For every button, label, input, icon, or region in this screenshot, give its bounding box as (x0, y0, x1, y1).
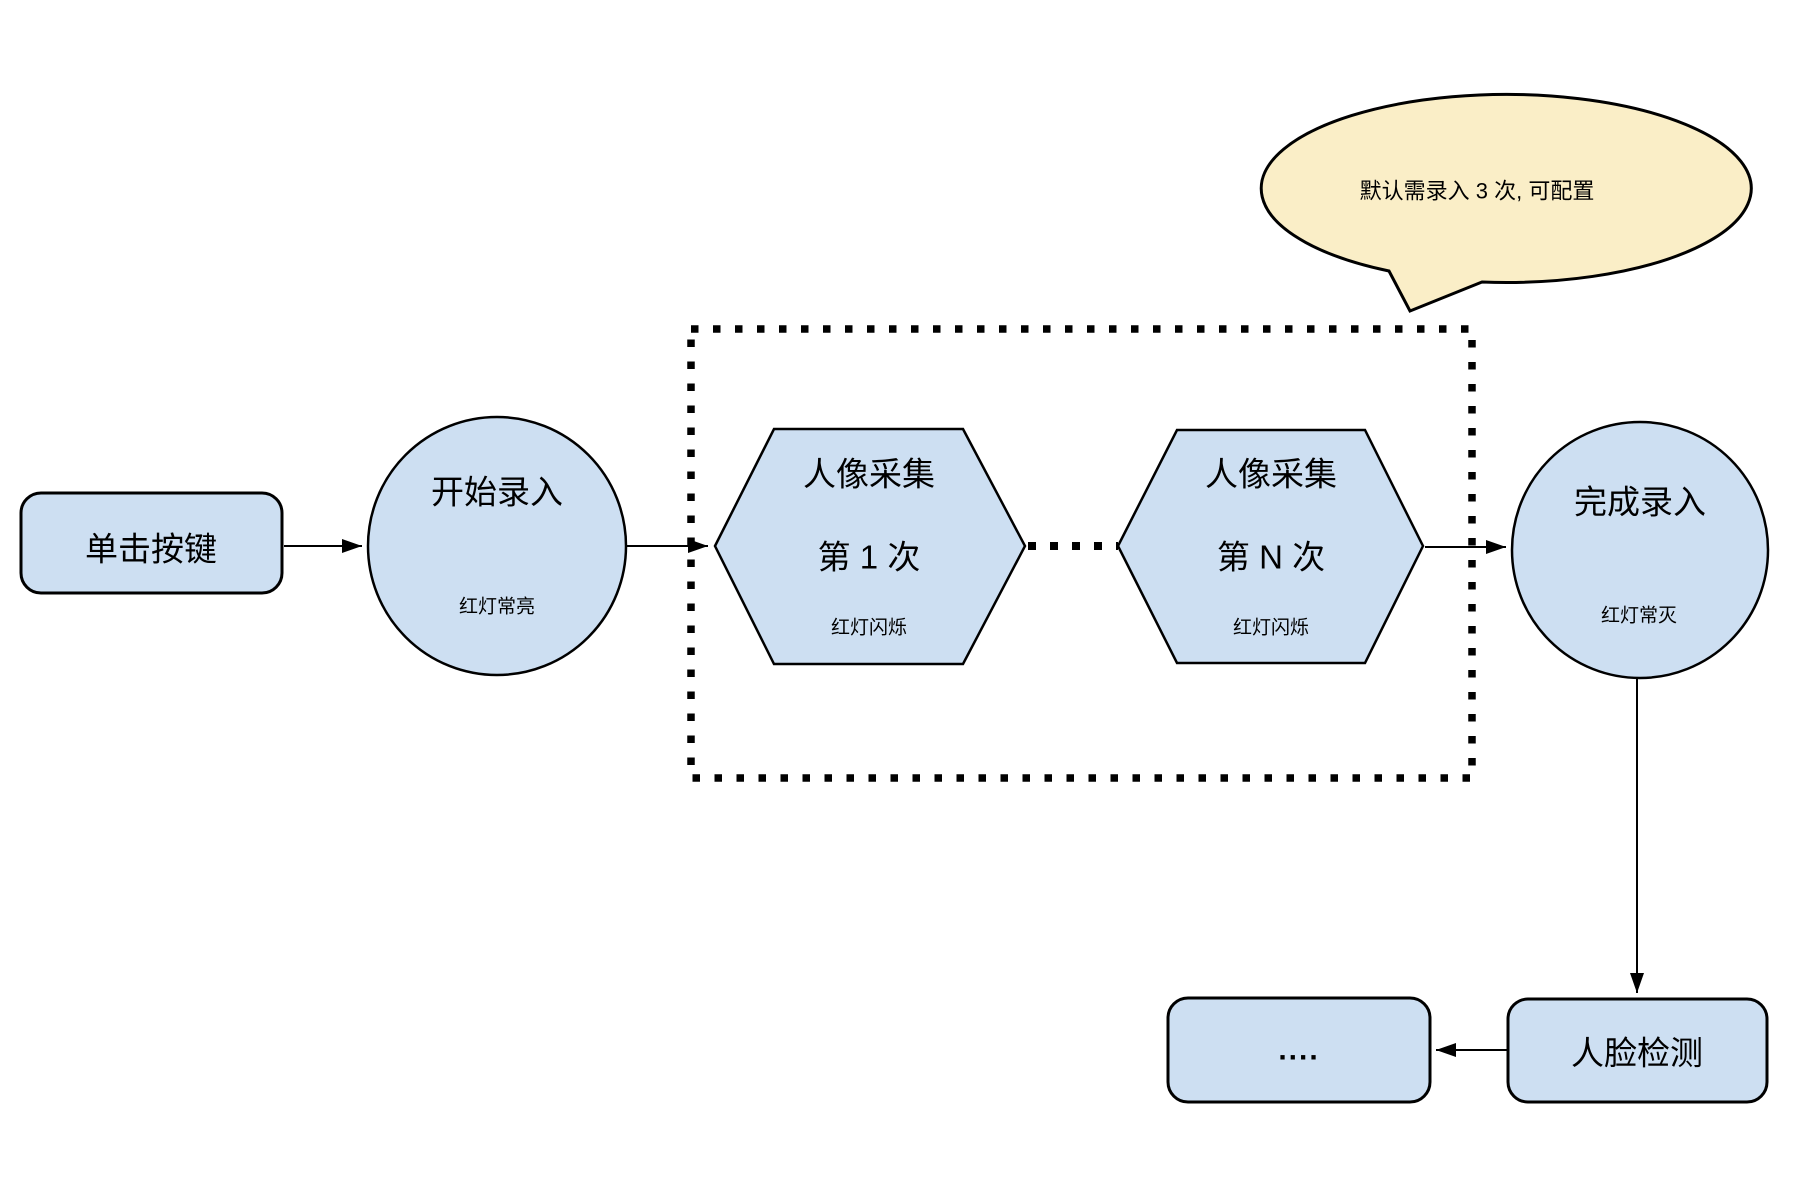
ellipsis-box-shape (1166, 996, 1432, 1104)
node-capture-nth: 人像采集 第 N 次 红灯闪烁 (1116, 428, 1425, 665)
capture-first-line2: 第 1 次 (818, 539, 921, 576)
start-enroll-subtitle: 红灯常亮 (459, 596, 535, 618)
node-capture-first: 人像采集 第 1 次 红灯闪烁 (713, 427, 1027, 666)
node-start-enroll: 开始录入 红灯常亮 (366, 415, 628, 677)
callout-bubble-shape (1259, 92, 1753, 313)
start-enroll-title: 开始录入 (431, 474, 563, 511)
click-button-label: 单击按键 (85, 531, 217, 568)
node-face-detect: 人脸检测 (1506, 997, 1769, 1104)
capture-first-line3: 红灯闪烁 (831, 617, 907, 639)
capture-nth-shape (1116, 428, 1425, 665)
face-detect-shape (1506, 997, 1769, 1104)
finish-enroll-title: 完成录入 (1574, 484, 1706, 521)
capture-first-shape (713, 427, 1027, 666)
capture-nth-line2: 第 N 次 (1217, 539, 1325, 576)
node-click-button: 单击按键 (19, 491, 284, 595)
callout-text: 默认需录入 3 次, 可配置 (1360, 179, 1595, 204)
face-detect-label: 人脸检测 (1571, 1035, 1703, 1072)
ellipsis-box-label: .... (1278, 1034, 1319, 1067)
node-ellipsis-box: .... (1166, 996, 1432, 1104)
capture-first-line1: 人像采集 (803, 456, 935, 493)
finish-enroll-shape (1510, 420, 1770, 680)
click-button-shape (19, 491, 284, 595)
node-finish-enroll: 完成录入 红灯常灭 (1510, 420, 1770, 680)
capture-nth-line1: 人像采集 (1205, 456, 1337, 493)
start-enroll-shape (366, 415, 628, 677)
finish-enroll-subtitle: 红灯常灭 (1601, 605, 1677, 627)
capture-nth-line3: 红灯闪烁 (1233, 617, 1309, 639)
